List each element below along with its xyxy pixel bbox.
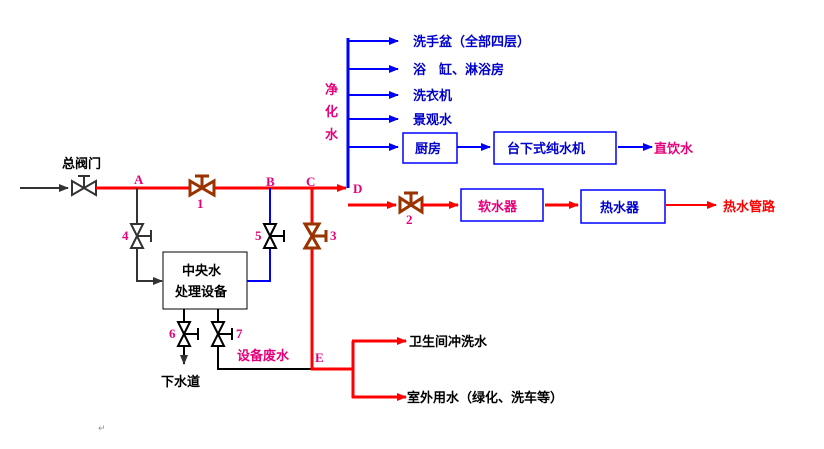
valve-5-label: 5 xyxy=(255,228,262,243)
node-b-label: B xyxy=(266,174,275,189)
treated-water-pipe xyxy=(247,188,271,282)
valve-3-icon[interactable] xyxy=(302,222,328,250)
softener-label: 软水器 xyxy=(478,199,518,215)
drinking-water-label: 直饮水 xyxy=(654,141,694,157)
toilet-flush-label: 卫生间冲洗水 xyxy=(409,334,488,350)
valve-3-label: 3 xyxy=(330,228,337,243)
valve-2-icon[interactable] xyxy=(398,191,424,215)
purified-label-1: 净 xyxy=(325,82,338,98)
valve-2-label: 2 xyxy=(406,212,413,227)
node-e-label: E xyxy=(315,350,324,365)
main-valve-icon[interactable] xyxy=(71,175,97,197)
hot-water-output-label: 热水管路 xyxy=(723,199,776,215)
valve-6-label: 6 xyxy=(169,326,176,341)
main-valve-label: 总阀门 xyxy=(62,156,101,172)
purifier-box xyxy=(493,131,617,165)
laundry-label: 洗衣机 xyxy=(413,88,452,104)
valve-4-icon[interactable] xyxy=(129,223,152,249)
heater-label: 热水器 xyxy=(600,200,640,216)
valve-4-label: 4 xyxy=(122,228,129,243)
treatment-line1: 中央水 xyxy=(182,263,222,279)
purified-label-3: 水 xyxy=(325,127,339,143)
node-d-label: D xyxy=(353,181,362,196)
kitchen-label: 厨房 xyxy=(415,141,441,157)
treatment-line2: 处理设备 xyxy=(174,284,228,300)
purified-label-2: 化 xyxy=(325,104,338,120)
softener-box xyxy=(460,188,544,222)
landscape-label: 景观水 xyxy=(413,112,453,128)
outdoor-water-label: 室外用水（绿化、洗车等） xyxy=(407,390,563,406)
valve-5-icon[interactable] xyxy=(262,223,285,249)
kitchen-box xyxy=(402,132,458,164)
valve-7-icon[interactable] xyxy=(210,321,233,347)
node-c-label: C xyxy=(306,174,315,189)
valve-1-icon[interactable] xyxy=(188,174,216,198)
central-treatment-box xyxy=(162,251,248,310)
purifier-label: 台下式纯水机 xyxy=(507,141,585,157)
node-a-label: A xyxy=(134,172,144,187)
waste-water-label: 设备废水 xyxy=(237,348,290,364)
drain-label: 下水道 xyxy=(161,374,200,390)
paragraph-mark: ↵ xyxy=(98,424,106,434)
valve-6-icon[interactable] xyxy=(176,321,199,347)
basin-label: 洗手盆（全部四层） xyxy=(413,34,530,50)
valve-7-label: 7 xyxy=(236,326,243,341)
heater-box xyxy=(580,189,666,224)
valve-1-label: 1 xyxy=(197,196,204,211)
bath-label: 浴 缸、淋浴房 xyxy=(413,62,504,78)
